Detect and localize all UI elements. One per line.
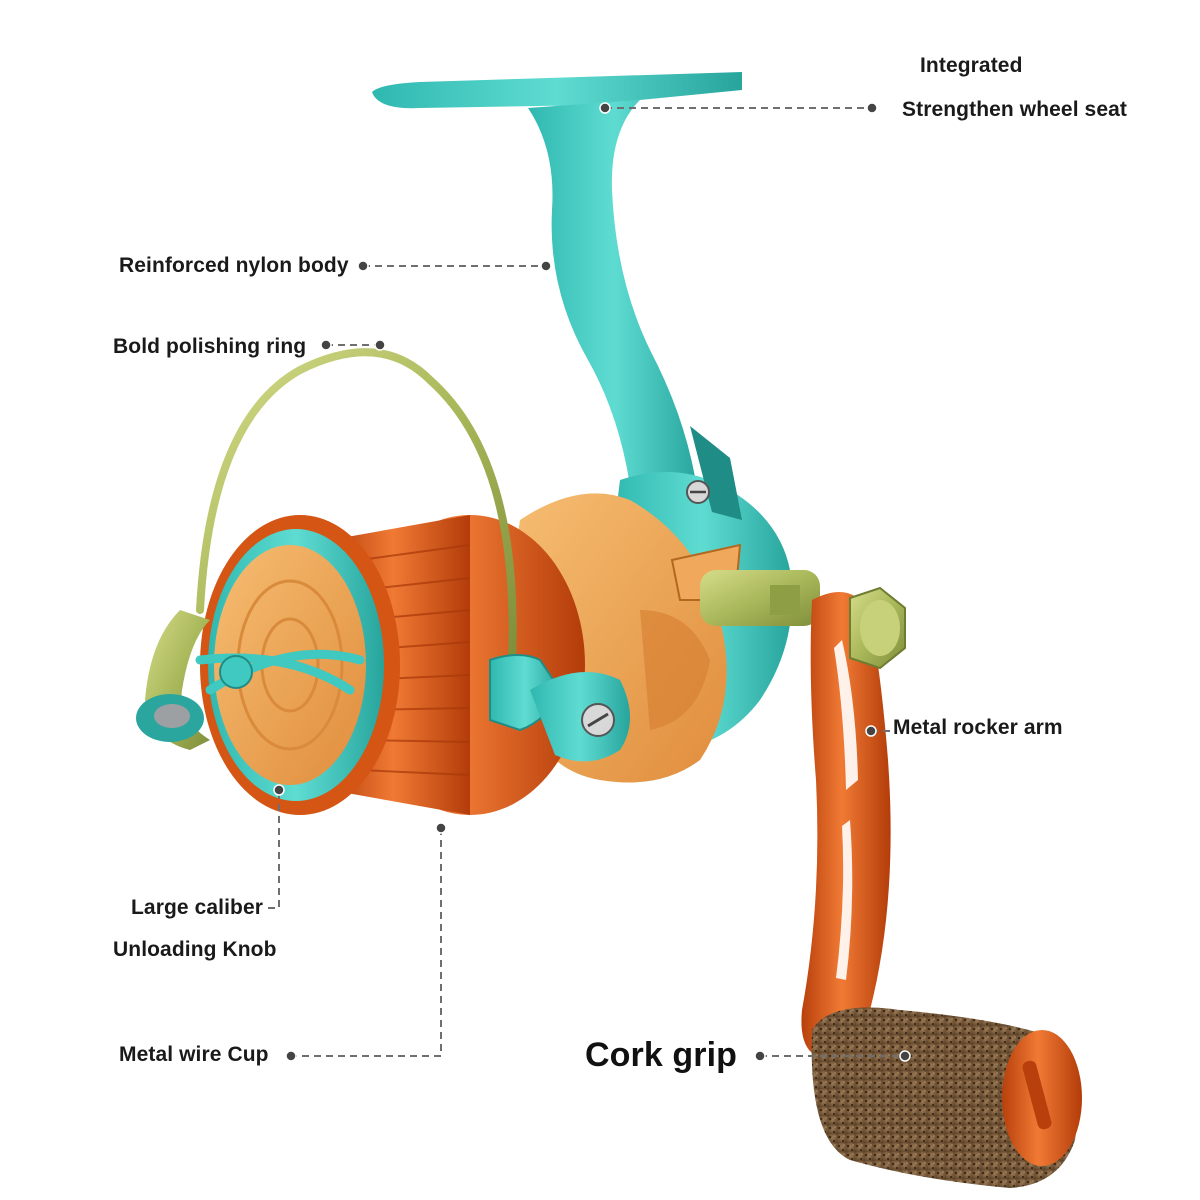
label-rocker-arm: Metal rocker arm xyxy=(893,716,1063,739)
label-nylon-body: Reinforced nylon body xyxy=(119,254,349,277)
leader-lines xyxy=(268,107,905,1057)
label-wheel-seat: Strengthen wheel seat xyxy=(902,98,1127,121)
label-wire-cup: Metal wire Cup xyxy=(119,1043,269,1066)
bail-wire xyxy=(196,348,517,664)
reel-stem xyxy=(528,100,700,512)
leader-dots xyxy=(273,102,911,1062)
body-window xyxy=(690,426,742,520)
label-integrated: Integrated xyxy=(920,54,1023,77)
cork-knob xyxy=(811,1007,1078,1188)
label-large-caliber: Large caliber xyxy=(131,896,264,919)
label-polishing-ring: Bold polishing ring xyxy=(113,335,307,358)
wheel-seat-foot xyxy=(372,72,742,120)
label-unloading-knob: Unloading Knob xyxy=(113,938,277,961)
reel-illustration xyxy=(136,72,1082,1188)
label-cork-grip: Cork grip xyxy=(585,1036,738,1074)
drive-shaft xyxy=(700,570,820,626)
